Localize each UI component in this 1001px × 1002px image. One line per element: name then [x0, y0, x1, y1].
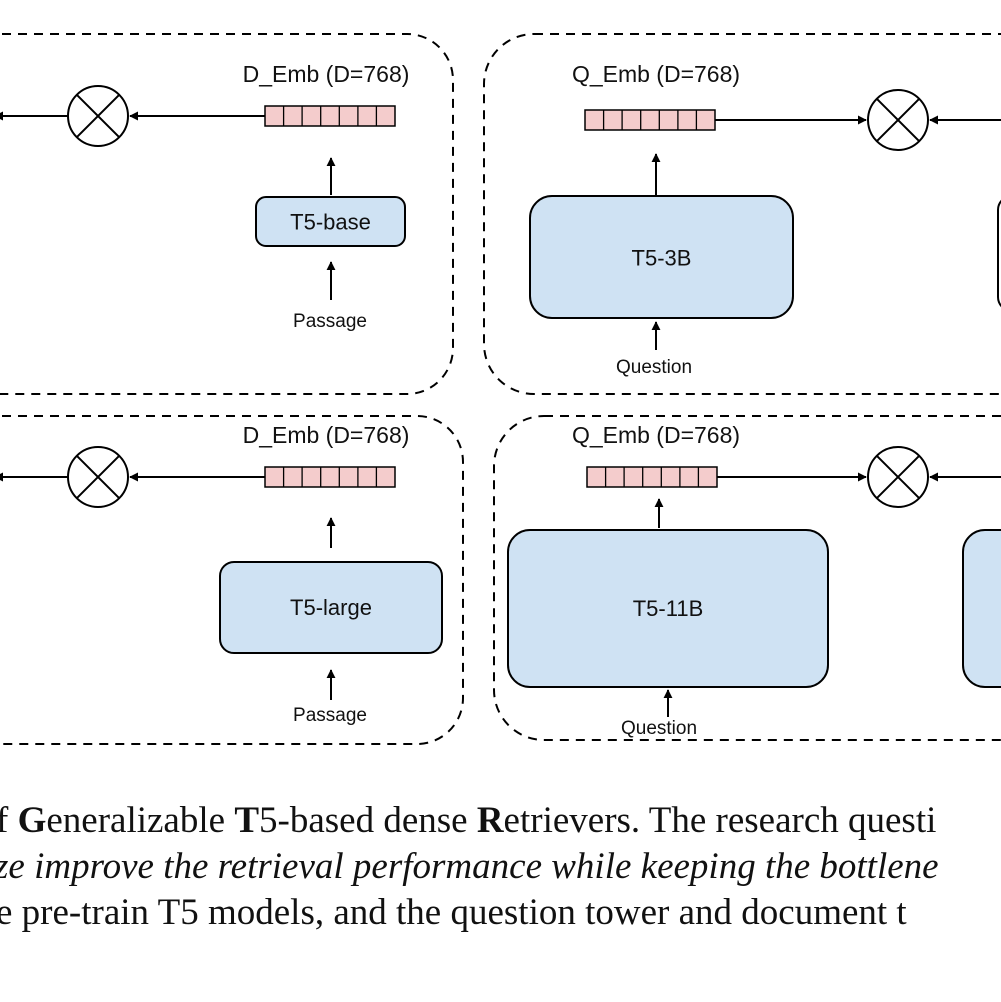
dot-product-icon [867, 89, 929, 151]
caption-text-segment: f [0, 800, 9, 841]
passage-label: Passage [293, 705, 367, 726]
partial-encoder-right [962, 529, 1001, 688]
t5-large-encoder: T5-large [219, 561, 443, 654]
panel-border [483, 33, 1001, 395]
model-label: T5-large [290, 595, 372, 620]
caption-text-segment: eneralizable [46, 800, 235, 841]
document-embedding-vector [264, 466, 396, 488]
caption-bold-initial: G [17, 800, 47, 841]
document-embedding-vector [264, 105, 396, 127]
panel-border [0, 415, 464, 745]
caption-line-2: ze improve the retrieval performance whi… [0, 846, 939, 887]
t5-base-encoder: T5-base [255, 196, 406, 247]
panel-top-right: Q_Emb (D=768) T5-3B Question [483, 33, 1001, 395]
dot-product-icon [67, 85, 129, 147]
figure-caption: f Generalizable T5-based dense Retriever… [0, 798, 1001, 936]
question-embedding-vector [584, 109, 716, 131]
dot-product-icon [867, 446, 929, 508]
caption-bold-initial: T [234, 800, 259, 841]
caption-text-segment: etrievers. The research questi [503, 800, 937, 841]
panel-bottom-right: Q_Emb (D=768) T5-11B Question [493, 415, 1001, 741]
caption-line-3: e pre-train T5 models, and the question … [0, 892, 907, 933]
q-emb-label: Q_Emb (D=768) [572, 422, 740, 448]
passage-label: Passage [293, 311, 367, 332]
question-embedding-vector [586, 466, 718, 488]
partial-encoder-right [997, 199, 1001, 308]
model-label: T5-base [290, 210, 371, 235]
q-emb-label: Q_Emb (D=768) [572, 61, 740, 87]
question-label: Question [621, 718, 697, 739]
panel-bottom-left: D_Emb (D=768) T5-large Passage [0, 415, 464, 745]
model-label: T5-3B [632, 246, 692, 271]
panel-border [493, 415, 1001, 741]
caption-bold-initial: R [476, 800, 504, 841]
panel-border [0, 33, 454, 395]
model-label: T5-11B [633, 596, 704, 621]
t5-11b-encoder: T5-11B [507, 529, 829, 688]
question-label: Question [616, 357, 692, 378]
d-emb-label: D_Emb (D=768) [243, 422, 410, 448]
panel-top-left: D_Emb (D=768) T5-base Passage [0, 33, 454, 395]
dot-product-icon [67, 446, 129, 508]
caption-text-segment: 5-based dense [259, 800, 477, 841]
d-emb-label: D_Emb (D=768) [243, 61, 410, 87]
t5-3b-encoder: T5-3B [529, 195, 794, 319]
caption-line-1: f Generalizable T5-based dense Retriever… [0, 798, 1001, 844]
